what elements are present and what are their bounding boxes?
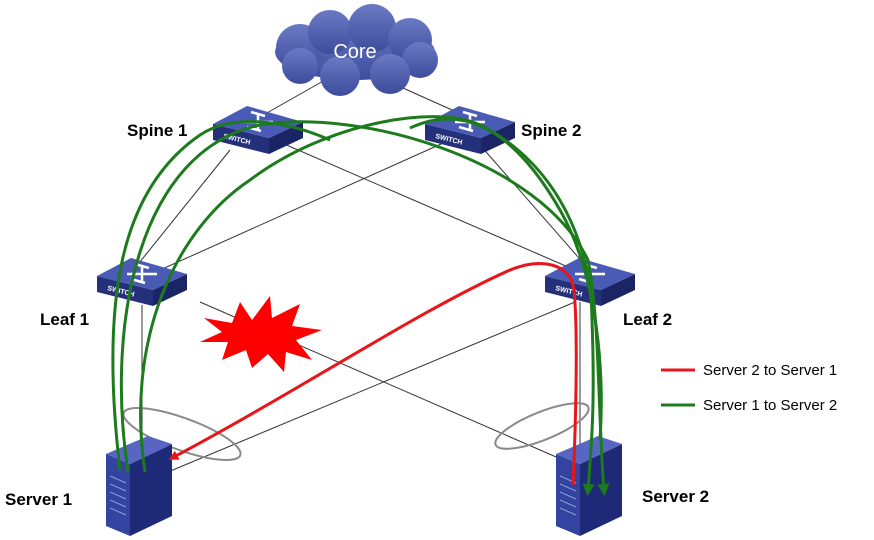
- physical-links: [134, 79, 586, 473]
- server2-label: Server 2: [642, 487, 709, 506]
- aggregation-ring-server2: [494, 402, 590, 450]
- spine1-label: Spine 1: [127, 121, 187, 140]
- spine2-label: Spine 2: [521, 121, 581, 140]
- link-spine1-leaf2: [274, 139, 576, 271]
- cloud-icon: [275, 4, 438, 96]
- core-cloud: Core: [275, 4, 438, 96]
- red-path: [168, 262, 578, 486]
- server1-label: Server 1: [5, 490, 72, 509]
- traffic-server1-to-server2: [111, 115, 610, 496]
- green-path-via-spine2: [139, 115, 595, 496]
- link-core-spine1: [257, 79, 326, 119]
- switch-icon: SWITCH: [97, 258, 187, 306]
- link-spine2-leaf1: [159, 139, 451, 271]
- leaf2-label: Leaf 2: [623, 310, 672, 329]
- link-leaf2-server1: [167, 301, 576, 473]
- leaf1-label: Leaf 1: [40, 310, 89, 329]
- aggregation-ring-server1: [122, 407, 242, 461]
- legend-green-label: Server 1 to Server 2: [703, 397, 837, 414]
- server-icon: [106, 436, 172, 536]
- green-path-via-spine2-b: [409, 117, 603, 441]
- failure-burst-icon: [200, 296, 322, 372]
- link-spine1-leaf1: [134, 149, 231, 269]
- green-path-via-spine1-b: [111, 120, 331, 471]
- legend-red-label: Server 2 to Server 1: [703, 362, 837, 379]
- leaf1-switch: SWITCH: [97, 258, 187, 306]
- legend: Server 2 to Server 1 Server 1 to Server …: [661, 362, 837, 414]
- green-path-via-spine1: [119, 120, 610, 496]
- core-label: Core: [333, 41, 376, 63]
- link-spine2-leaf2: [479, 144, 586, 266]
- server1: [106, 436, 172, 536]
- traffic-server2-to-server1: [168, 262, 578, 486]
